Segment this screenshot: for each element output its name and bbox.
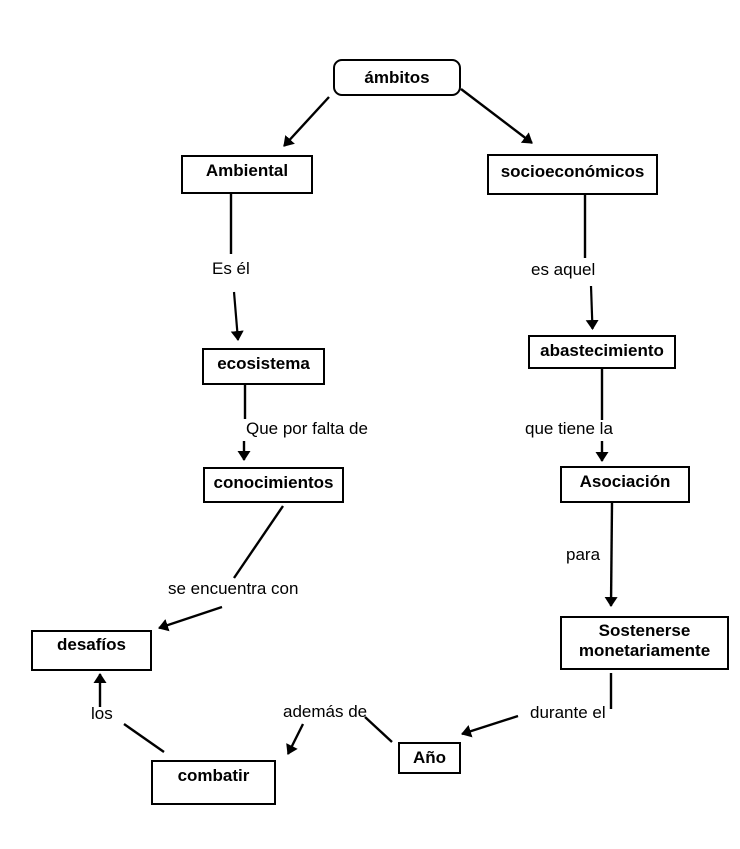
node-asociacion: Asociación <box>560 466 690 503</box>
edge-ano-ademas <box>364 716 393 743</box>
node-socioeconomicos: socioeconómicos <box>487 154 658 195</box>
node-socioeconomicos-label: socioeconómicos <box>500 162 645 181</box>
node-ano-label: Año <box>412 748 447 767</box>
edge-label-se-encuentra-con: se encuentra con <box>168 579 299 598</box>
node-desafios: desafíos <box>31 630 152 671</box>
node-ambiental: Ambiental <box>181 155 313 194</box>
node-ambiental-label: Ambiental <box>205 161 289 180</box>
node-conocimientos-label: conocimientos <box>213 473 334 492</box>
edge-conocimientos-desafios-seg1 <box>233 505 284 579</box>
edge-label-durante-el: durante el <box>530 703 606 722</box>
edge-socio-esaquel-seg2 <box>585 285 599 330</box>
node-combatir: combatir <box>151 760 276 805</box>
node-sostenerse-label: Sostenerse monetariamente <box>578 621 711 660</box>
node-desafios-label: desafíos <box>57 634 126 654</box>
node-combatir-label: combatir <box>177 766 250 785</box>
node-conocimientos: conocimientos <box>203 467 344 503</box>
edge-label-ademas-de: además de <box>283 702 368 721</box>
node-abastecimiento-label: abastecimiento <box>540 341 664 360</box>
node-ecosistema-label: ecosistema <box>217 354 310 373</box>
node-sostenerse: Sostenerse monetariamente <box>560 616 729 670</box>
edge-label-para: para <box>566 545 601 564</box>
edge-label-es-aquel: es aquel <box>531 260 596 279</box>
node-ambitos: ámbitos <box>333 59 461 96</box>
edge-label-los: los <box>91 704 113 723</box>
edge-ambitos-ambiental <box>283 96 330 147</box>
edge-label-que-tiene-la: que tiene la <box>525 419 613 438</box>
node-abastecimiento: abastecimiento <box>528 335 676 369</box>
edge-asociacion-sostenerse <box>604 502 618 607</box>
edge-label-que-por-falta-de: Que por falta de <box>246 419 368 438</box>
edge-combatir-los <box>123 723 165 753</box>
edge-conocimientos-desafios-seg2 <box>158 605 223 632</box>
edge-ademas-combatir <box>286 723 305 755</box>
edge-label-es-el: Es él <box>212 259 250 278</box>
node-ambitos-label: ámbitos <box>364 67 430 87</box>
node-ano: Año <box>398 742 461 774</box>
edge-ambiental-esel-seg2 <box>230 291 244 341</box>
edge-ambitos-socioeconomicos <box>460 88 533 144</box>
edge-sostenerse-ano-seg2 <box>461 714 519 738</box>
node-asociacion-label: Asociación <box>579 472 671 491</box>
node-ecosistema: ecosistema <box>202 348 325 385</box>
